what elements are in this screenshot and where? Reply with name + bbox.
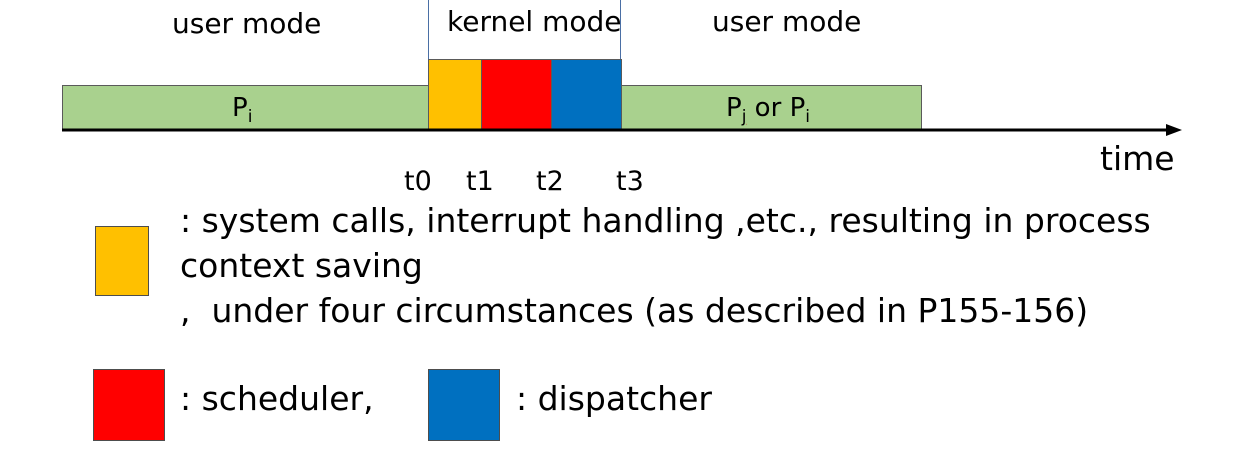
process-pi-label: Pi bbox=[232, 93, 253, 127]
kernel-mode-label: kernel mode bbox=[447, 5, 622, 38]
user-mode-right-label: user mode bbox=[712, 5, 862, 38]
legend-red-swatch bbox=[93, 369, 165, 441]
time-axis-arrow bbox=[62, 124, 1182, 136]
legend-orange-line-3: , under four circumstances (as described… bbox=[180, 291, 1089, 330]
user-mode-left-label: user mode bbox=[172, 7, 322, 40]
legend-orange-line-1: : system calls, interrupt handling ,etc.… bbox=[180, 201, 1151, 240]
legend-orange-swatch bbox=[95, 226, 149, 296]
legend-orange-line-2: context saving bbox=[180, 246, 423, 285]
process-pj-or-pi-label: Pj or Pi bbox=[726, 93, 810, 127]
tick-t0: t0 bbox=[404, 166, 432, 197]
legend-blue-swatch bbox=[428, 369, 500, 441]
kernel-mode-frame bbox=[428, 0, 621, 60]
legend-blue-text: : dispatcher bbox=[516, 379, 712, 418]
tick-t1: t1 bbox=[466, 166, 494, 197]
legend-red-text: : scheduler, bbox=[180, 379, 374, 418]
tick-t2: t2 bbox=[536, 166, 564, 197]
time-axis-label: time bbox=[1100, 139, 1175, 178]
tick-t3: t3 bbox=[616, 166, 644, 197]
